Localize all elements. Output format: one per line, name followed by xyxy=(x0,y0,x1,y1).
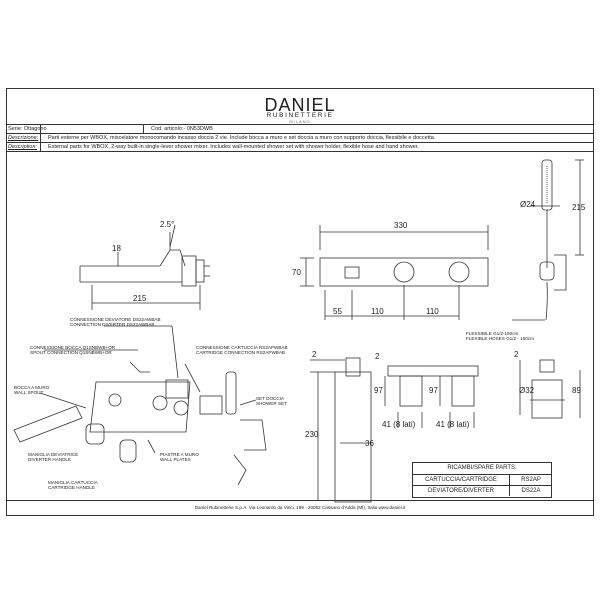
dim-holder-diameter: Ø32 xyxy=(519,386,535,395)
spare-parts-row: DEVIATORE/DIVERTER DS22A xyxy=(413,485,551,498)
dim-handle-97-b: 97 xyxy=(429,386,438,395)
label-spout-connection-it: CONNESSIONE BOCCA Q1SNBWB+OR xyxy=(30,345,116,350)
spare-parts-row: CARTUCCIA/CARTRIDGE RS2AP xyxy=(413,474,551,485)
company-footer: Daniel Rubinetterie S.p.A. Via Leonardo … xyxy=(6,500,594,516)
dim-spout-length: 215 xyxy=(133,294,147,303)
label-shower-set-it: SET DOCCIA xyxy=(256,396,284,401)
label-diverter-handle-it: MANIGLIA DEVIATRICE xyxy=(28,452,79,457)
dim-holder-2: 2 xyxy=(514,350,519,359)
spare-parts-header: RICAMBI/SPARE PARTS: xyxy=(447,465,517,471)
dim-55: 55 xyxy=(333,307,342,316)
handles-view xyxy=(384,365,479,428)
dim-110-a: 110 xyxy=(371,307,384,316)
holder-view xyxy=(519,359,581,419)
dim-handle-41-b: 41 (8 lati) xyxy=(436,420,470,429)
dim-box-36: 36 xyxy=(365,439,374,448)
dim-holder-89: 89 xyxy=(572,386,581,395)
label-cartridge-handle-it: MANIGLIA CARTUCCIA xyxy=(48,480,98,485)
label-hose-en: FLEXIBLE HOSES G1/2 - 150cm xyxy=(466,336,534,341)
dim-handle-41-a: 41 (8 lati) xyxy=(382,420,416,429)
info-divider xyxy=(40,124,41,151)
label-cartridge-handle-en: CARTRIDGE HANDLE xyxy=(48,485,95,490)
front-plate-view xyxy=(300,225,489,320)
label-cartridge-connection-it: CONNESSIONE CARTUCCIA RS2APWBAB xyxy=(196,345,288,350)
label-diverter-connection-en: CONNECTION DIVERTER DS22AWBAB xyxy=(70,322,155,327)
label-hose-it: FLESSIBILE G1/2-150cm xyxy=(466,331,519,336)
spare-part-code: RS2AP xyxy=(509,475,552,485)
dim-box-230: 230 xyxy=(305,430,319,439)
dim-spout-angle: 2.5° xyxy=(160,220,175,229)
dim-110-b: 110 xyxy=(426,307,439,316)
description-en-text: External parts for WBOX, 2-way built-in … xyxy=(48,144,419,150)
brand-logo: DANIEL xyxy=(264,95,336,115)
description-it-label: Descrizione: xyxy=(8,135,39,141)
hand-shower-view xyxy=(512,159,584,321)
dim-plate-height: 70 xyxy=(292,268,301,277)
label-spout-connection-en: SPOUT CONNECTION Q1SNBWB+OR xyxy=(30,350,112,355)
dim-plate-width: 330 xyxy=(394,221,408,230)
spare-parts-table: RICAMBI/SPARE PARTS: CARTUCCIA/CARTRIDGE… xyxy=(412,462,552,498)
dim-shower-length: 215 xyxy=(572,203,586,212)
info-divider-2 xyxy=(143,124,144,133)
spare-part-name: CARTUCCIA/CARTRIDGE xyxy=(425,477,497,483)
description-en-row: Description: External parts for WBOX, 2-… xyxy=(6,142,594,152)
label-shower-set-en: SHOWER SET xyxy=(256,401,287,406)
brand-subtitle: RUBINETTERIE xyxy=(266,112,334,119)
label-diverter-connection-it: CONNESSIONE DEVIATORE DS22AWBAB xyxy=(70,317,161,322)
dim-box-2: 2 xyxy=(312,350,317,359)
label-cartridge-connection-en: CARTRIDGE CONNECTION RS2APWBAB xyxy=(196,350,285,355)
dim-handle-97-a: 97 xyxy=(374,386,383,395)
description-it-row: Descrizione: Parti esterne per WBOX, mis… xyxy=(6,133,594,142)
exploded-view xyxy=(13,325,267,486)
description-en-label: Description: xyxy=(8,144,38,150)
serie-label: Serie: Ottagono xyxy=(8,126,47,132)
spare-part-name: DEVIATORE/DIVERTER xyxy=(427,488,494,494)
dim-handle-2: 2 xyxy=(375,352,380,361)
code-label: Cod. articolo:- 0N53DWB xyxy=(151,126,213,132)
brand-city: MILANO xyxy=(289,119,311,124)
serie-row: Serie: Ottagono Cod. articolo:- 0N53DWB xyxy=(6,124,594,133)
drawing-frame xyxy=(6,88,594,516)
spare-part-code: DS22A xyxy=(509,486,552,496)
dim-shower-diameter: Ø24 xyxy=(520,200,536,209)
label-wall-spout-en: WALL SPOUT xyxy=(14,390,44,395)
spout-side-view xyxy=(79,224,210,310)
label-wall-spout-it: BOCCA A MURO xyxy=(14,385,50,390)
label-wall-plates-it: PIASTRE A MURO xyxy=(160,452,199,457)
dim-spout-height: 18 xyxy=(112,244,121,253)
label-diverter-handle-en: DIVERTER HANDLE xyxy=(28,457,72,462)
label-wall-plates-en: WALL PLATES xyxy=(160,457,191,462)
builtin-body-view xyxy=(310,357,372,503)
description-it-text: Parti esterne per WBOX, miscelatore mono… xyxy=(48,135,436,141)
